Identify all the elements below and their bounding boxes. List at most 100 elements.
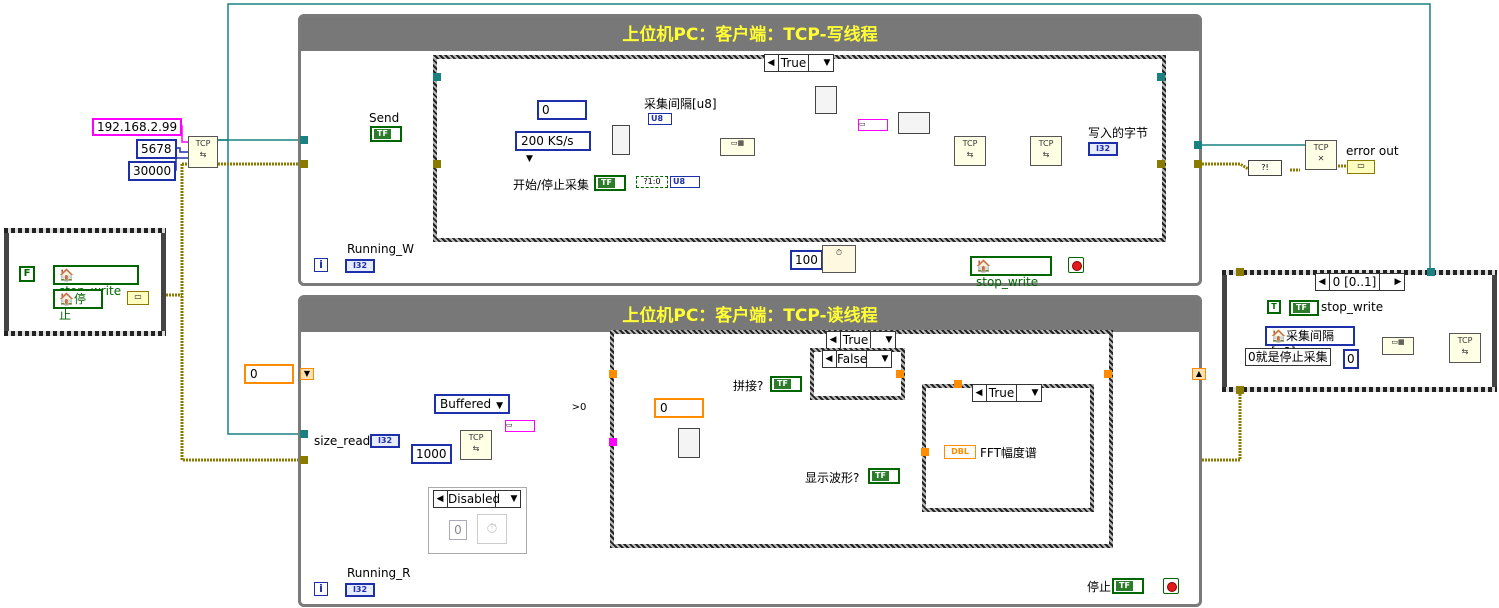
string-constant-icon[interactable]: ▭ [858, 119, 888, 131]
stop-write-local-variable[interactable]: 🏠stop_write [970, 256, 1052, 289]
running-w-indicator: I32 [345, 259, 375, 273]
show-wave-label: 显示波形? [805, 471, 860, 485]
wait-constant[interactable]: 100 [790, 250, 823, 270]
refnum-tunnel [1157, 73, 1165, 81]
select-icon[interactable] [612, 125, 630, 155]
rate-ring-control[interactable]: 200 KS/s ▼ [515, 131, 591, 164]
select-icon[interactable] [898, 112, 930, 134]
refnum-tunnel [1194, 141, 1202, 149]
greater-than-zero-icon[interactable]: >0 [571, 402, 587, 413]
case-next-icon[interactable]: ▼ [881, 354, 889, 364]
shift-init-array-constant[interactable]: 0 [244, 364, 294, 384]
concat-control[interactable]: TF [770, 376, 802, 392]
case-next-icon[interactable]: ▼ [885, 335, 893, 345]
fft-case-value: True [986, 385, 1017, 401]
shift-register-right-icon: ▲ [1192, 368, 1206, 380]
read-loop-title: 上位机PC：客户端：TCP-读线程 [301, 298, 1199, 332]
send-label: Send [369, 111, 400, 125]
stop-icon[interactable] [1068, 257, 1084, 273]
read-outer-case-selector[interactable]: ◀ True ▼ [826, 331, 896, 349]
select-icon[interactable] [815, 86, 837, 114]
read-mode-ring[interactable]: Buffered▼ [434, 394, 510, 414]
case-prev-icon[interactable]: ◀ [975, 388, 983, 398]
sequence-value: 0 [0..1] [1329, 274, 1380, 290]
concat-case-selector[interactable]: ◀ False ▼ [822, 350, 892, 368]
interval-local-variable[interactable]: 🏠采集间隔[u8] [1265, 326, 1355, 359]
fft-case-selector[interactable]: ◀ True ▼ [972, 384, 1042, 402]
stop-control[interactable]: TF [1112, 578, 1144, 594]
stop-write-local-label: stop_write [976, 275, 1039, 289]
case-prev-icon[interactable]: ◀ [825, 354, 833, 364]
tcp-write-icon[interactable]: TCP⇆ [1030, 136, 1062, 166]
case-next-icon[interactable]: ▼ [823, 58, 831, 68]
start-stop-control[interactable]: TF [594, 175, 626, 191]
case-prev-icon[interactable]: ◀ [829, 335, 837, 345]
tcp-close-icon[interactable]: TCP✕ [1305, 140, 1337, 170]
fft-indicator-icon: DBL [944, 445, 976, 459]
close-sequence-frame: ◀ 0 [0..1] ▶ T TF stop_write 🏠采集间隔[u8] 0… [1222, 270, 1497, 392]
rate-value: 200 KS/s [521, 134, 574, 148]
shift-init-value: 0 [250, 367, 258, 381]
error-cluster-constant-icon[interactable]: ▭ [127, 291, 149, 305]
stop-write-local-variable[interactable]: 🏠stop_write [53, 265, 139, 298]
port-constant[interactable]: 5678 [136, 139, 177, 159]
merge-errors-icon[interactable]: ?! [1248, 160, 1282, 176]
read-mode-value: Buffered [440, 397, 492, 411]
array-tunnel [609, 370, 617, 378]
zero-constant[interactable]: 0 [1343, 349, 1359, 369]
stop-local-variable[interactable]: 🏠停止 [53, 289, 103, 322]
stop-write-local-icon[interactable]: TF [1289, 300, 1319, 316]
bool-to-int-icon[interactable]: ?1:0 [636, 176, 668, 188]
disabled-selector[interactable]: ◀ Disabled ▼ [433, 490, 521, 508]
read-outer-case-value: True [840, 332, 871, 348]
string-length-icon[interactable]: ▭ [505, 420, 535, 432]
true-constant[interactable]: T [1267, 300, 1281, 314]
write-loop-title: 上位机PC：客户端：TCP-写线程 [301, 17, 1199, 51]
u8-convert-icon[interactable]: U8 [670, 176, 700, 188]
false-constant[interactable]: F [19, 266, 35, 282]
disabled-structure: ◀ Disabled ▼ 0 ⏱ [428, 487, 527, 554]
u8-indicator-icon: U8 [648, 113, 672, 125]
tcp-write-icon[interactable]: TCP⇆ [954, 136, 986, 166]
case-next-icon[interactable]: ▼ [1031, 388, 1039, 398]
init-sequence-frame: F 🏠stop_write 🏠停止 ▭ [4, 228, 166, 336]
build-array-icon[interactable]: ▭▦ [1382, 337, 1414, 355]
sequence-selector[interactable]: ◀ 0 [0..1] ▶ [1315, 273, 1405, 291]
bytes-to-read-constant[interactable]: 1000 [411, 444, 452, 464]
ip-address-constant[interactable]: 192.168.2.99 [92, 118, 183, 136]
tcp-write-icon[interactable]: TCP⇆ [1449, 333, 1481, 363]
select-icon[interactable] [678, 428, 700, 458]
dropdown-icon: ▼ [526, 154, 533, 164]
interval-numeric-constant[interactable]: 0 [537, 100, 587, 120]
start-stop-label: 开始/停止采集 [513, 178, 590, 192]
error-tunnel [300, 160, 308, 168]
error-tunnel [1236, 268, 1244, 276]
case-prev-icon[interactable]: ◀ [1318, 277, 1326, 287]
concat-case-value: False [836, 351, 868, 367]
read-iteration-terminal: i [314, 582, 328, 596]
wait-ms-icon[interactable]: ⏱ [822, 245, 856, 273]
case-prev-icon[interactable]: ◀ [436, 494, 444, 504]
stop-acquisition-comment: 0就是停止采集 [1245, 348, 1331, 366]
case-prev-icon[interactable]: ◀ [767, 58, 775, 68]
size-read-indicator: I32 [370, 434, 400, 448]
error-tunnel [1236, 386, 1244, 394]
error-out-indicator: ▭ [1347, 160, 1375, 174]
timeout-constant[interactable]: 30000 [128, 161, 177, 181]
written-bytes-label: 写入的字节 [1088, 126, 1149, 140]
stop-write-label: stop_write [1321, 300, 1384, 314]
refnum-tunnel [433, 73, 441, 81]
stop-icon[interactable] [1163, 578, 1179, 594]
write-case-selector[interactable]: ◀ True ▼ [764, 54, 834, 72]
tcp-read-icon[interactable]: TCP⇆ [460, 430, 492, 460]
write-iteration-terminal: i [314, 258, 328, 272]
case-next-icon[interactable]: ▶ [1394, 277, 1402, 287]
array-tunnel [896, 370, 904, 378]
array-constant[interactable]: 0 [654, 398, 704, 418]
tcp-open-icon[interactable]: TCP⇆ [188, 136, 218, 168]
case-next-icon[interactable]: ▼ [510, 494, 518, 504]
array-tunnel [954, 380, 962, 388]
send-control[interactable]: TF [370, 126, 402, 142]
show-wave-control[interactable]: TF [868, 468, 900, 484]
build-array-icon[interactable]: ▭▦ [720, 138, 755, 156]
